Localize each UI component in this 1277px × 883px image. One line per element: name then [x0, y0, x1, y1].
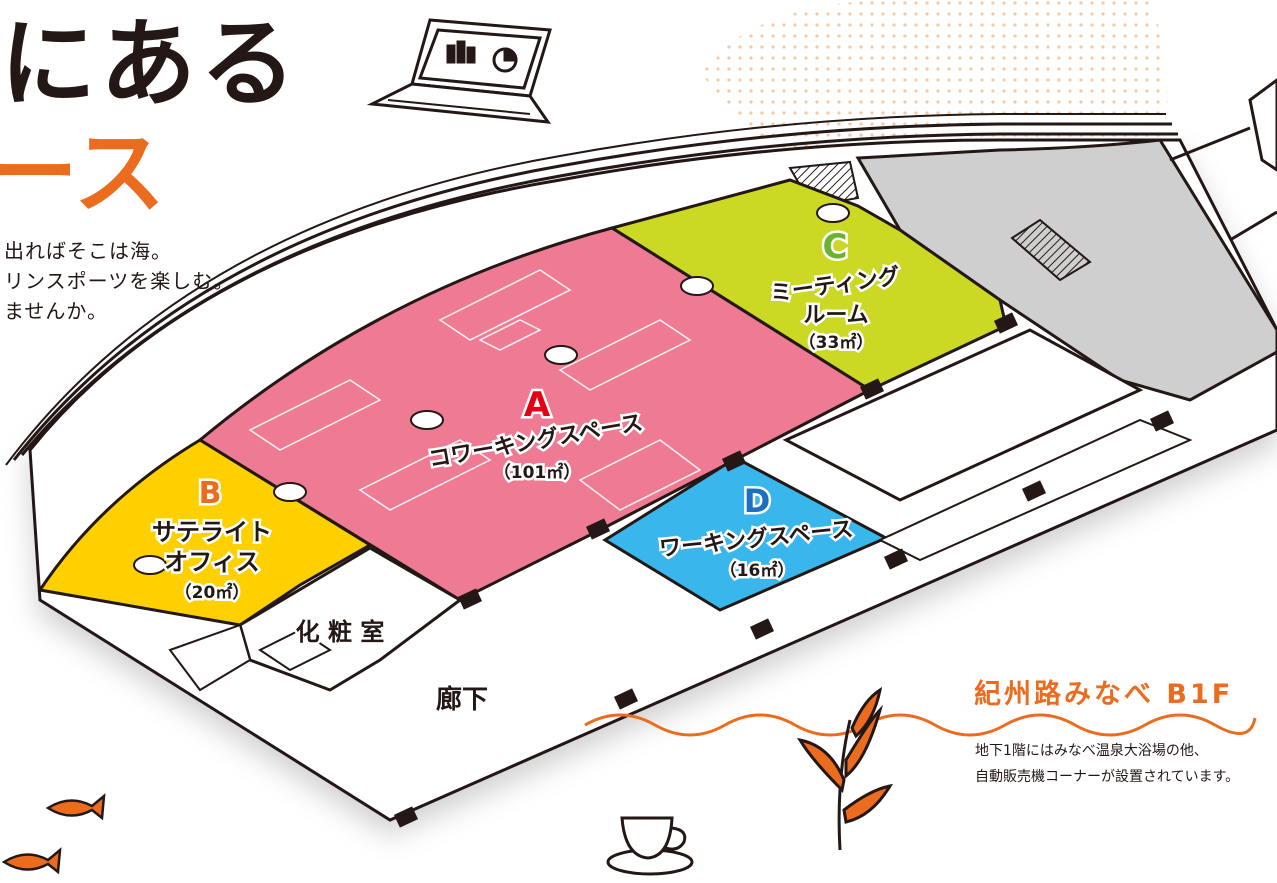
restroom-label: 化 粧 室 [296, 618, 385, 646]
b1f-description: 地下1階にはみなべ温泉大浴場の他、 自動販売機コーナーが設置されています。 [975, 738, 1239, 790]
room-a-area [197, 226, 874, 602]
room-c-name-line2: ルーム [803, 303, 868, 328]
room-b-area: （20㎡） [175, 582, 250, 603]
leaf-branch-icon [796, 686, 894, 851]
room-b-letter: B [199, 476, 222, 511]
page-title-line2: ース [0, 120, 166, 227]
intro-line: ませんか。 [4, 299, 108, 323]
room-d-area: （16㎡） [720, 560, 795, 581]
document-icon [1169, 78, 1277, 242]
room-b-name-line2: オフィス [164, 548, 260, 576]
stairs [1010, 218, 1092, 282]
intro-line: 出ればそこは海。 [4, 239, 172, 263]
room-c-letter: C [823, 227, 848, 267]
room-c-area [608, 178, 1008, 392]
laptop-icon [366, 18, 552, 124]
intro-line: リンスポーツを楽しむ。 [4, 269, 235, 293]
corridor-label: 廊下 [436, 684, 488, 715]
room-b-name-line1: サテライト [152, 518, 272, 546]
page-title-line1: にある [0, 8, 300, 120]
b1f-title: 紀州路みなべ B1F [974, 679, 1234, 710]
room-a-letter: A [524, 385, 551, 425]
room-c-area: （33㎡） [799, 332, 874, 353]
intro-text: 出ればそこは海。 リンスポーツを楽しむ。 ませんか。 [4, 236, 234, 326]
room-d-letter: D [744, 482, 771, 520]
fish-icon [1, 793, 106, 875]
b1f-desc-line1: 地下1階にはみなべ温泉大浴場の他、 [975, 743, 1208, 759]
room-a-area: （101㎡） [494, 462, 581, 483]
b1f-desc-line2: 自動販売機コーナーが設置されています。 [975, 769, 1240, 785]
wavy-divider [584, 713, 1257, 737]
coffee-cup-icon [606, 816, 694, 876]
